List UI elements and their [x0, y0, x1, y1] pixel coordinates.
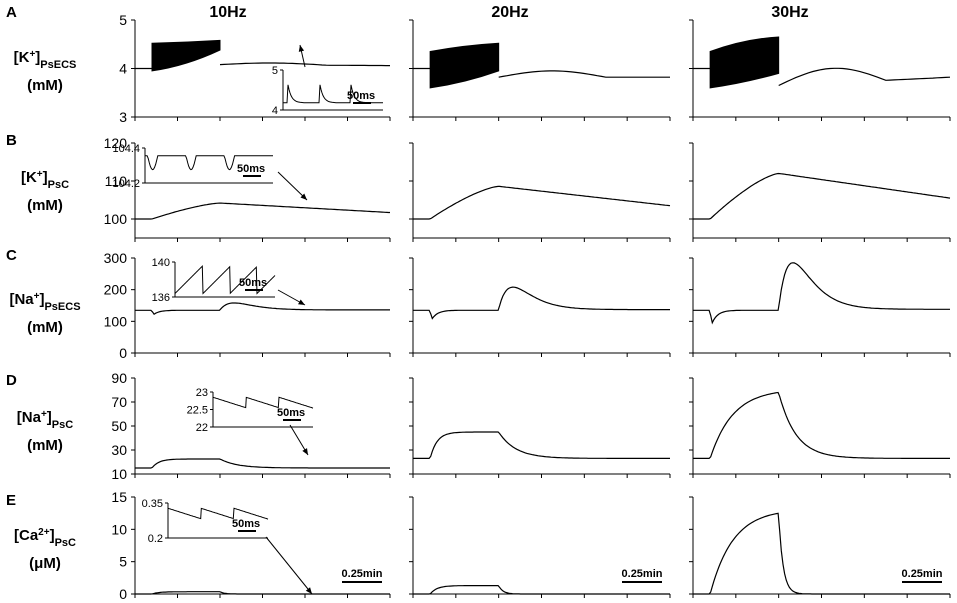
ylabel-e-unit: (μM) [29, 555, 61, 572]
y-tick-label-B: 100 [104, 211, 128, 227]
oscillation-band-a-1 [429, 42, 500, 89]
inset-arrowhead-B [300, 193, 307, 200]
y-tick-label-C: 0 [119, 345, 127, 361]
inset-scale-label-E: 50ms [232, 518, 260, 530]
inset-arrow-B [277, 171, 308, 201]
ylabel-c: [Na+]PsECS [9, 291, 80, 314]
inset-scale-label-D: 50ms [277, 407, 305, 419]
y-tick-label-B: 110 [105, 173, 128, 189]
trace-e-1 [413, 585, 670, 595]
ylabel-c-unit: (mM) [27, 319, 63, 336]
inset-y-tick-label-B: 104.4 [112, 143, 140, 155]
y-tick-label-E: 15 [111, 489, 127, 505]
ylabel-b: [K+]PsC [21, 169, 69, 192]
inset-trace-D [212, 396, 314, 409]
y-tick-label-C: 200 [104, 282, 128, 298]
panel-label-a: A [6, 4, 17, 21]
trace-d-1 [413, 431, 670, 459]
trace-d-2 [693, 391, 950, 459]
panel-label-d: D [6, 372, 17, 389]
y-tick-label-D: 50 [111, 418, 127, 434]
inset-arrowhead-A [298, 45, 305, 52]
trace-c-0 [135, 302, 390, 316]
oscillation-band-a-2 [709, 36, 780, 89]
inset-y-tick-label-A: 4 [272, 105, 278, 117]
ylabel-b-unit: (mM) [27, 197, 63, 214]
trace-a-0-post [219, 62, 390, 67]
ylabel-e: [Ca2+]PsC [14, 527, 76, 550]
y-tick-label-A: 3 [119, 109, 127, 125]
inset-y-tick-label-A: 5 [272, 65, 278, 77]
inset-scale-label-B: 50ms [237, 163, 265, 175]
y-tick-label-E: 0 [119, 586, 127, 602]
trace-c-2 [693, 262, 950, 325]
y-tick-label-E: 10 [111, 521, 127, 537]
column-title-30hz: 30Hz [771, 4, 808, 21]
trace-c-1 [413, 286, 670, 320]
y-tick-label-B: 120 [104, 135, 128, 151]
plot-layer: 3454550ms100110120104.2104.450ms01002003… [104, 12, 951, 602]
inset-y-tick-label-D: 22 [196, 422, 208, 434]
inset-arrowhead-D [302, 448, 308, 455]
y-tick-label-D: 70 [111, 394, 127, 410]
y-tick-label-D: 10 [111, 466, 127, 482]
trace-a-1-post [498, 70, 670, 78]
y-tick-label-C: 300 [104, 250, 128, 266]
inset-y-tick-label-C: 136 [152, 292, 170, 304]
inset-arrowhead-E [305, 587, 312, 594]
y-tick-label-D: 30 [111, 442, 127, 458]
y-tick-label-E: 5 [119, 554, 127, 570]
panel-label-e: E [6, 492, 16, 509]
y-tick-label-A: 5 [119, 12, 127, 28]
y-tick-label-C: 100 [104, 313, 128, 329]
ylabel-a: [K+]PsECS [14, 49, 77, 72]
column-title-10hz: 10Hz [209, 4, 246, 21]
inset-arrowhead-C [298, 299, 305, 305]
inset-y-tick-label-E: 0.35 [142, 498, 163, 510]
trace-b-0 [135, 202, 390, 220]
inset-y-tick-label-E: 0.2 [148, 533, 163, 545]
inset-y-tick-label-D: 23 [196, 387, 208, 399]
y-tick-label-A: 4 [119, 61, 127, 77]
inset-y-tick-label-C: 140 [152, 257, 170, 269]
inset-scale-label-A: 50ms [347, 90, 375, 102]
inset-y-tick-label-B: 104.2 [112, 178, 140, 190]
inset-trace-C [174, 265, 276, 295]
inset-trace-B [145, 155, 273, 171]
inset-trace-E [167, 507, 269, 520]
trace-d-0 [135, 458, 390, 469]
time-scale-label-2: 0.25min [902, 568, 943, 580]
trace-b-1 [413, 185, 671, 220]
column-title-20hz: 20Hz [491, 4, 528, 21]
time-scale-label-0: 0.25min [342, 568, 383, 580]
oscillation-band-a-0 [151, 39, 221, 72]
panel-label-b: B [6, 132, 17, 149]
inset-y-tick-label-D: 22.5 [187, 405, 208, 417]
trace-b-2 [693, 172, 951, 220]
ylabel-d-unit: (mM) [27, 437, 63, 454]
trace-e-2 [693, 512, 950, 595]
panel-label-c: C [6, 247, 17, 264]
trace-e-0 [135, 591, 390, 595]
ylabel-d: [Na+]PsC [17, 409, 73, 432]
ylabel-a-unit: (mM) [27, 77, 63, 94]
time-scale-label-1: 0.25min [622, 568, 663, 580]
inset-arrow-E [265, 536, 313, 595]
inset-scale-label-C: 50ms [239, 277, 267, 289]
y-tick-label-D: 90 [111, 370, 127, 386]
trace-a-2-post [778, 67, 951, 87]
